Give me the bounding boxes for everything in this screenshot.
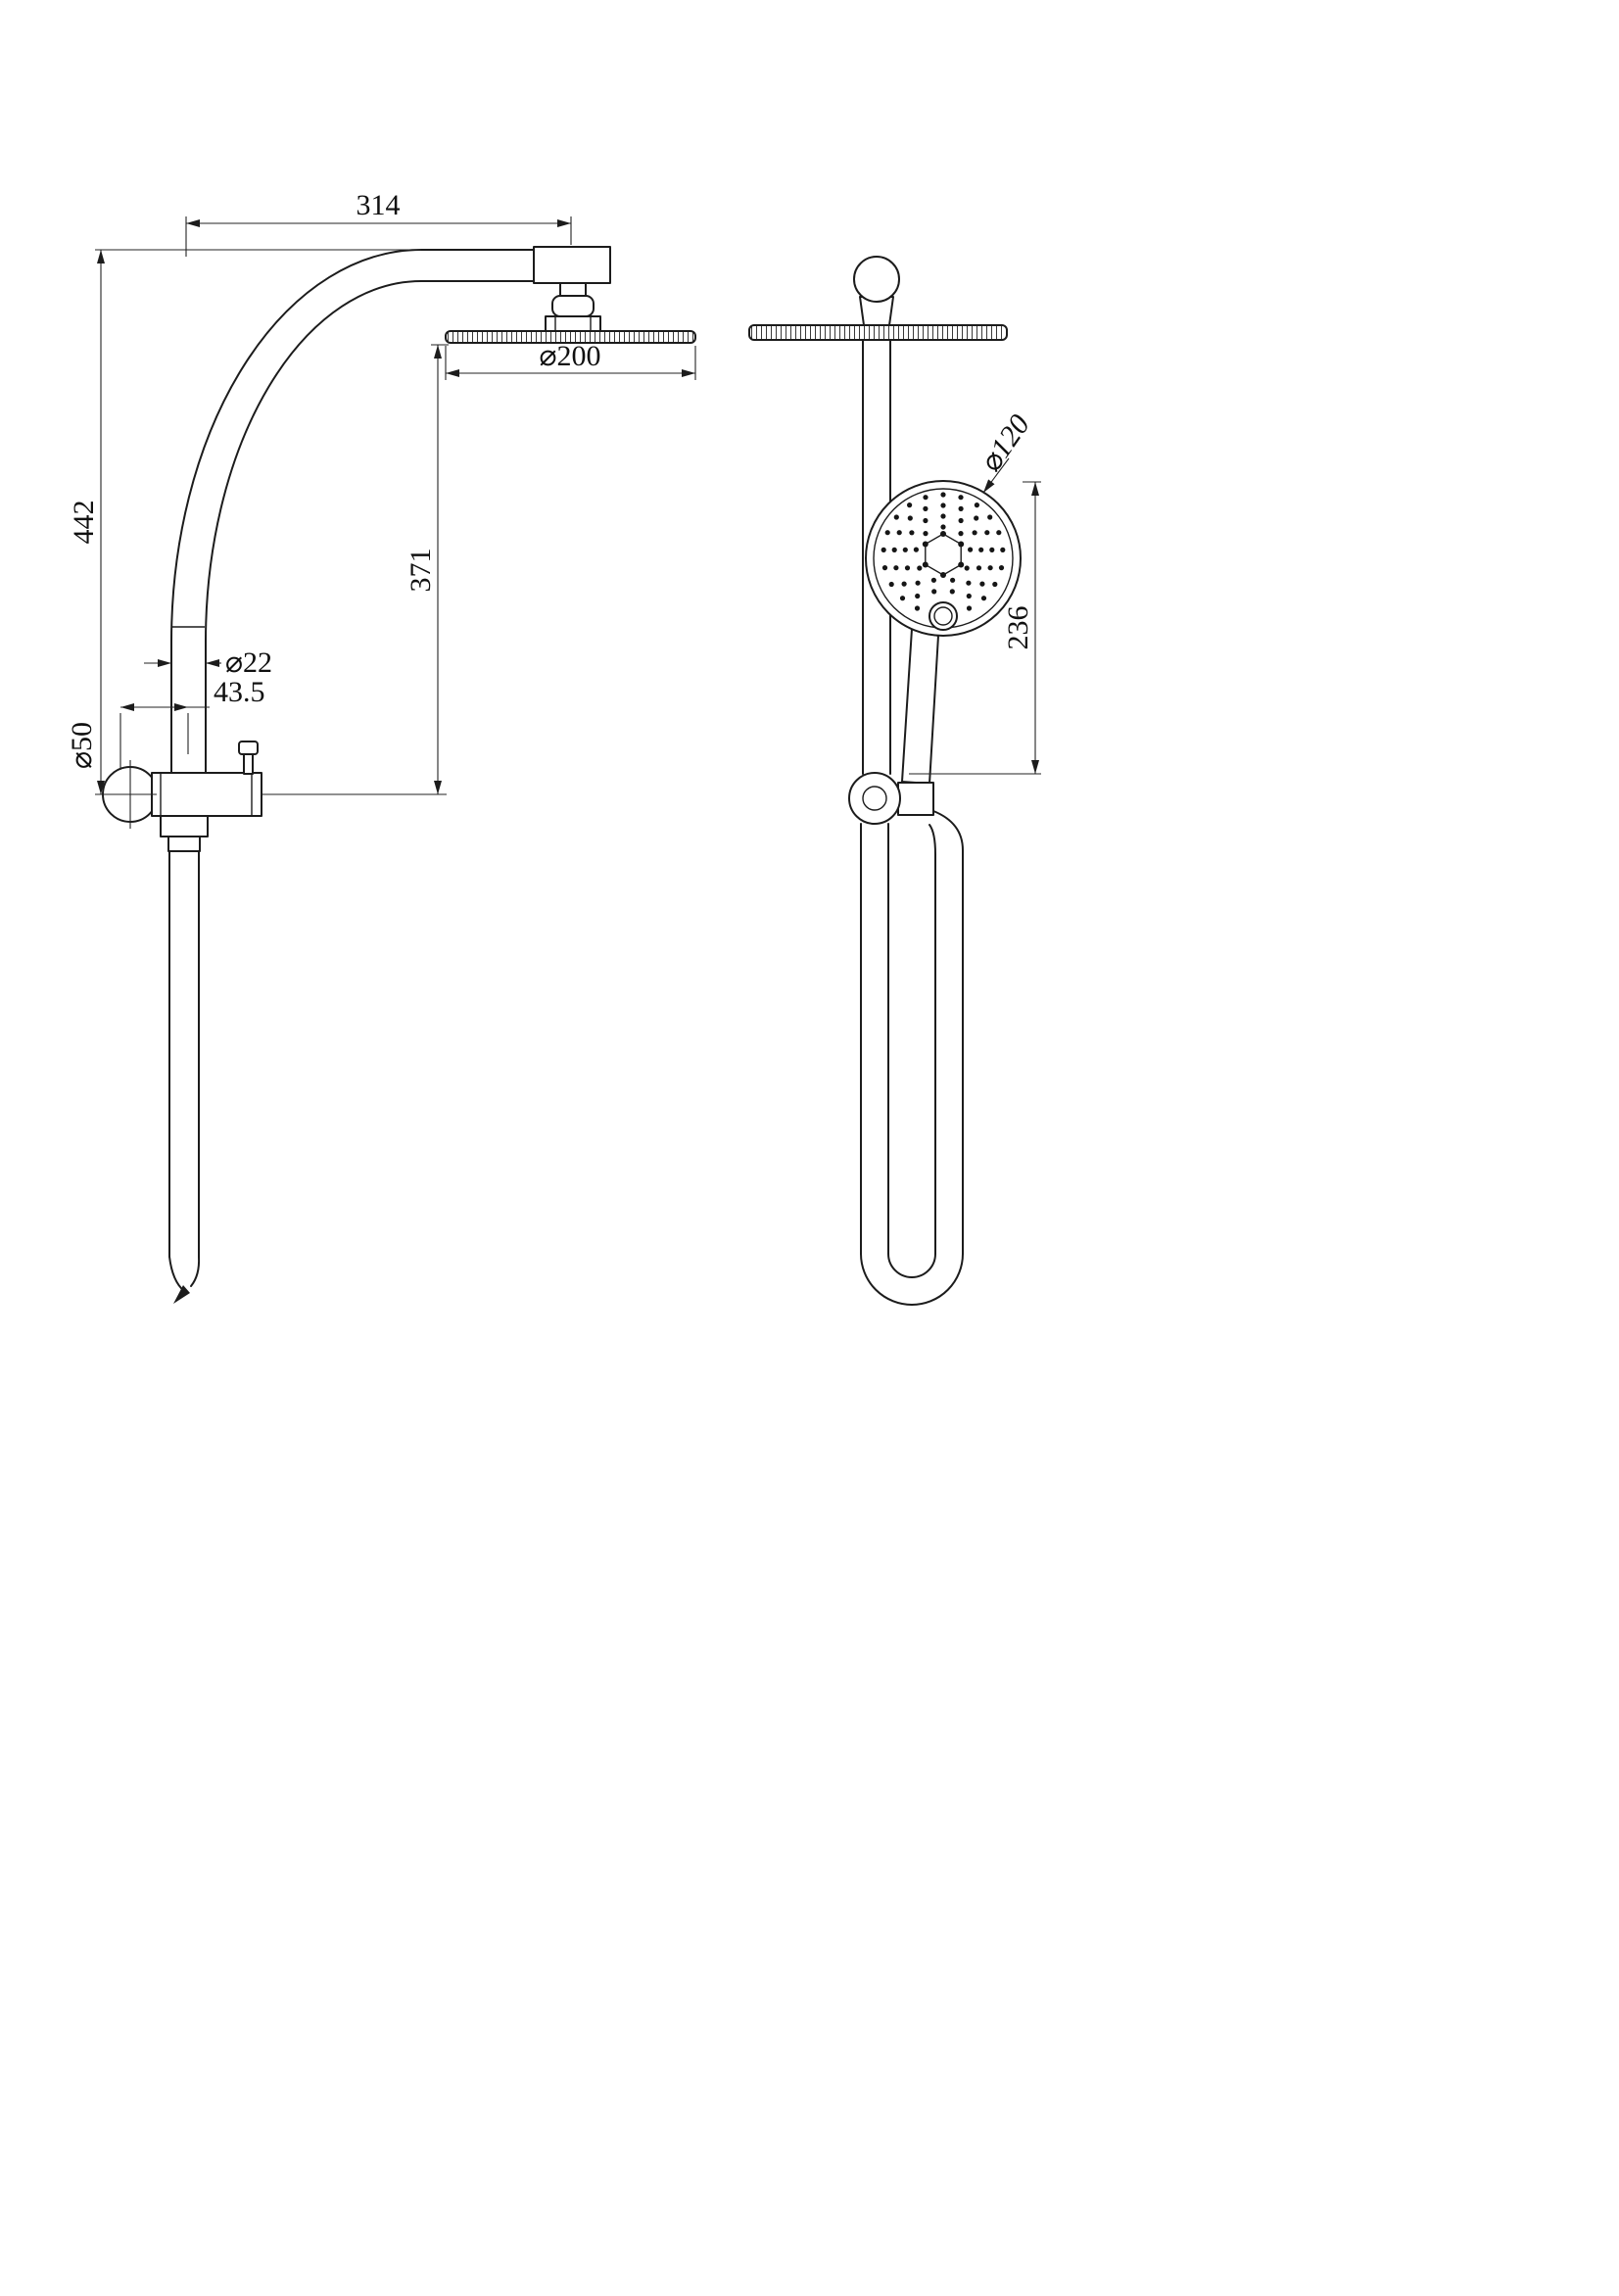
ball: [853, 256, 900, 303]
hexagon-corner-dots: [922, 531, 965, 578]
dim-head-drop: 371: [262, 344, 449, 795]
dim-wall-offset: 43.5: [119, 676, 265, 770]
slide-bracket: [848, 772, 934, 825]
dim-height-label: 442: [68, 501, 100, 545]
overhead-shower-plate-front: [748, 324, 1008, 341]
dim-flange-diameter-label: ⌀50: [66, 722, 98, 769]
diverter-knob: [238, 741, 259, 755]
dim-head-diameter: ⌀200: [445, 340, 696, 380]
connector-neck: [559, 282, 587, 297]
spray-dots: [881, 492, 1006, 611]
bracket-hub: [848, 772, 901, 825]
ceiling-ball-joint: [853, 256, 900, 326]
side-view: 314 442 ⌀200 371: [66, 189, 696, 1304]
dim-head-drop-label: 371: [405, 549, 437, 593]
hose-collar: [167, 836, 201, 852]
overhead-connector: [533, 246, 611, 332]
hand-shower-head: [865, 480, 1022, 637]
wall-tee-assembly: [102, 741, 262, 852]
bracket-elbow: [897, 782, 934, 816]
bracket-hub-inner: [862, 786, 887, 811]
curved-arm: [170, 249, 538, 775]
hose-side: [168, 850, 201, 1304]
dim-wall-offset-label: 43.5: [214, 676, 265, 708]
swivel-ball: [551, 295, 595, 317]
tee-body: [151, 772, 262, 817]
connector-nut: [545, 315, 601, 332]
dim-pipe-diameter-label: ⌀22: [225, 646, 272, 679]
dim-hand-shower-span: 236: [909, 481, 1041, 775]
dim-arm-reach: 314: [185, 189, 572, 257]
dim-arm-reach-label: 314: [357, 189, 401, 221]
dim-hand-shower-span-label: 236: [1002, 606, 1034, 650]
hand-shower-handle: [901, 628, 939, 785]
connector-block: [533, 246, 611, 284]
front-view: ⌀120 236: [748, 256, 1041, 1306]
diverter-knob-stem: [243, 752, 254, 775]
hose-front: [860, 810, 964, 1306]
mode-button: [929, 601, 958, 631]
dim-hand-shower-diameter-label: ⌀120: [975, 408, 1036, 478]
hose-nut: [160, 815, 209, 837]
overhead-shower-plate-side: [445, 330, 696, 344]
hose-end-arrow: [173, 1285, 190, 1304]
dim-head-diameter-label: ⌀200: [539, 340, 600, 372]
dim-pipe-diameter: ⌀22: [144, 646, 272, 679]
dim-hand-shower-diameter: ⌀120: [975, 408, 1036, 494]
mode-button-inner: [933, 606, 953, 626]
dim-height: 442: [68, 249, 421, 795]
